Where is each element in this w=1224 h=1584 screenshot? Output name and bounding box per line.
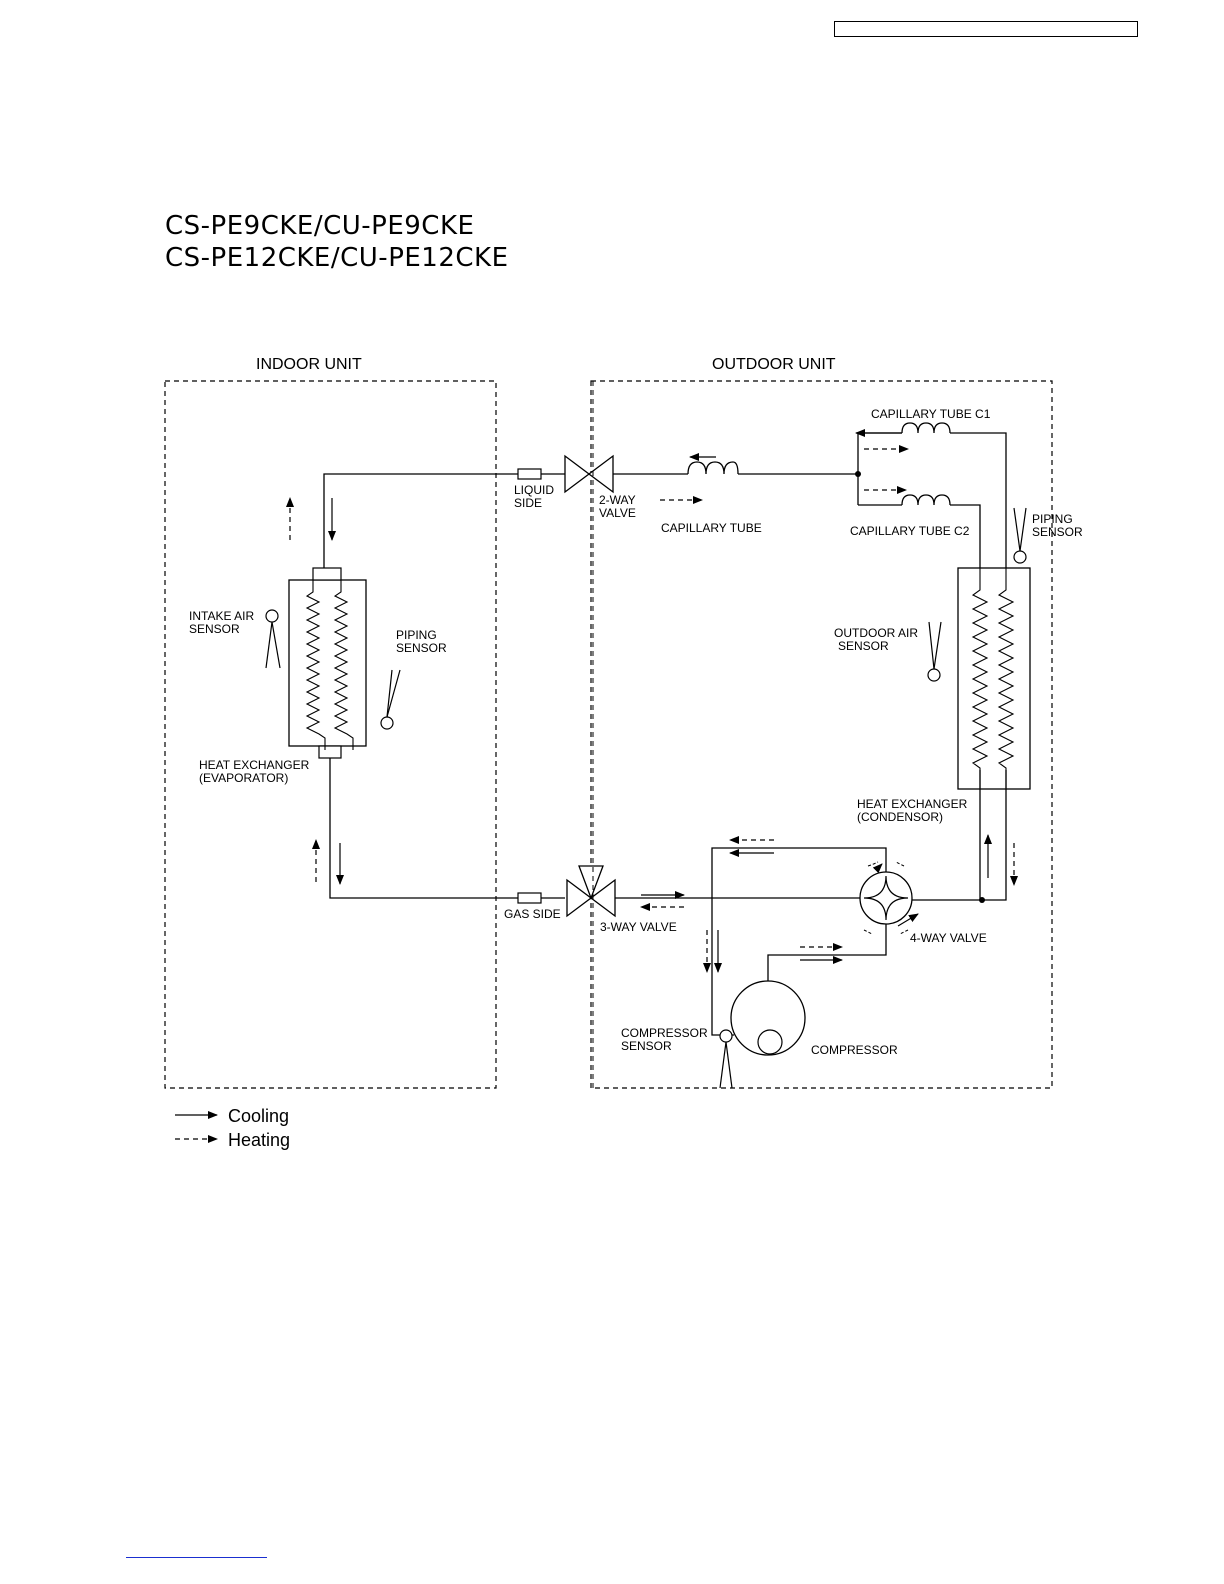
- liquid-side-label-1: LIQUID: [514, 483, 554, 497]
- outdoor-piping-sensor-label-2: SENSOR: [1032, 525, 1083, 539]
- four-way-valve: [859, 861, 919, 935]
- compressor-sensor-icon: [719, 1029, 733, 1089]
- unit-labels: INDOOR UNIT OUTDOOR UNIT: [256, 356, 836, 373]
- footer-link-underline: [126, 1557, 267, 1558]
- three-way-valve-label: 3-WAY VALVE: [600, 920, 677, 934]
- indoor-unit-boundary: [164, 380, 497, 1089]
- legend: Cooling Heating: [175, 1106, 290, 1150]
- compressor: [730, 980, 806, 1056]
- outdoor-piping-sensor-label-1: PIPING: [1032, 512, 1073, 526]
- intake-air-sensor-icon: [265, 609, 281, 669]
- gas-side-strainer: [517, 892, 542, 904]
- capillary-tube-c2-coil: [901, 494, 951, 506]
- outdoor-air-sensor-icon: [927, 621, 942, 682]
- capillary-tube-c1-coil: [901, 422, 951, 434]
- intake-air-sensor-label-2: SENSOR: [189, 622, 240, 636]
- indoor-piping-sensor-label-2: SENSOR: [396, 641, 447, 655]
- condensor: [957, 567, 1031, 790]
- evaporator-label-2: (EVAPORATOR): [199, 771, 288, 785]
- compressor-sensor-label-1: COMPRESSOR: [621, 1026, 708, 1040]
- outdoor-unit-boundary: [590, 380, 1053, 1089]
- evaporator: [288, 567, 367, 759]
- junction-dot: [979, 897, 985, 903]
- component-labels: LIQUID SIDE 2-WAY VALVE CAPILLARY TUBE C…: [189, 407, 1083, 1057]
- capillary-tube-c2-label: CAPILLARY TUBE C2: [850, 524, 970, 538]
- heating-flow-arrows: [286, 445, 1018, 973]
- condensor-label-2: (CONDENSOR): [857, 810, 943, 824]
- compressor-label: COMPRESSOR: [811, 1043, 898, 1057]
- condensor-label-1: HEAT EXCHANGER: [857, 797, 968, 811]
- liquid-side-label-2: SIDE: [514, 496, 542, 510]
- four-way-valve-label: 4-WAY VALVE: [910, 931, 987, 945]
- junction-dot: [855, 471, 861, 477]
- compressor-sensor-label-2: SENSOR: [621, 1039, 672, 1053]
- capillary-tube-coil: [687, 461, 739, 475]
- header-box: [834, 21, 1138, 37]
- capillary-tube-c1-label: CAPILLARY TUBE C1: [871, 407, 991, 421]
- outdoor-air-sensor-label-2: SENSOR: [838, 639, 889, 653]
- evaporator-label-1: HEAT EXCHANGER: [199, 758, 310, 772]
- model-title-1: CS-PE9CKE/CU-PE9CKE: [165, 211, 475, 241]
- outdoor-unit-label: OUTDOOR UNIT: [712, 356, 836, 373]
- capillary-tube-label: CAPILLARY TUBE: [661, 521, 762, 535]
- indoor-piping-sensor-icon: [380, 669, 401, 730]
- three-way-valve: [566, 865, 616, 918]
- intake-air-sensor-label-1: INTAKE AIR: [189, 609, 254, 623]
- sensors: [265, 507, 1027, 1089]
- cooling-flow-arrows: [328, 429, 992, 973]
- outdoor-piping-sensor-icon: [1013, 507, 1027, 564]
- indoor-piping-sensor-label-1: PIPING: [396, 628, 437, 642]
- indoor-unit-label: INDOOR UNIT: [256, 356, 362, 373]
- model-title-2: CS-PE12CKE/CU-PE12CKE: [165, 243, 509, 273]
- two-way-valve: [564, 454, 614, 494]
- two-way-valve-label-2: VALVE: [599, 506, 636, 520]
- heating-legend-label: Heating: [228, 1130, 290, 1150]
- two-way-valve-label-1: 2-WAY: [599, 493, 636, 507]
- liquid-side-strainer: [517, 468, 542, 480]
- gas-side-label: GAS SIDE: [504, 907, 561, 921]
- outdoor-air-sensor-label-1: OUTDOOR AIR: [834, 626, 918, 640]
- cooling-legend-label: Cooling: [228, 1106, 289, 1126]
